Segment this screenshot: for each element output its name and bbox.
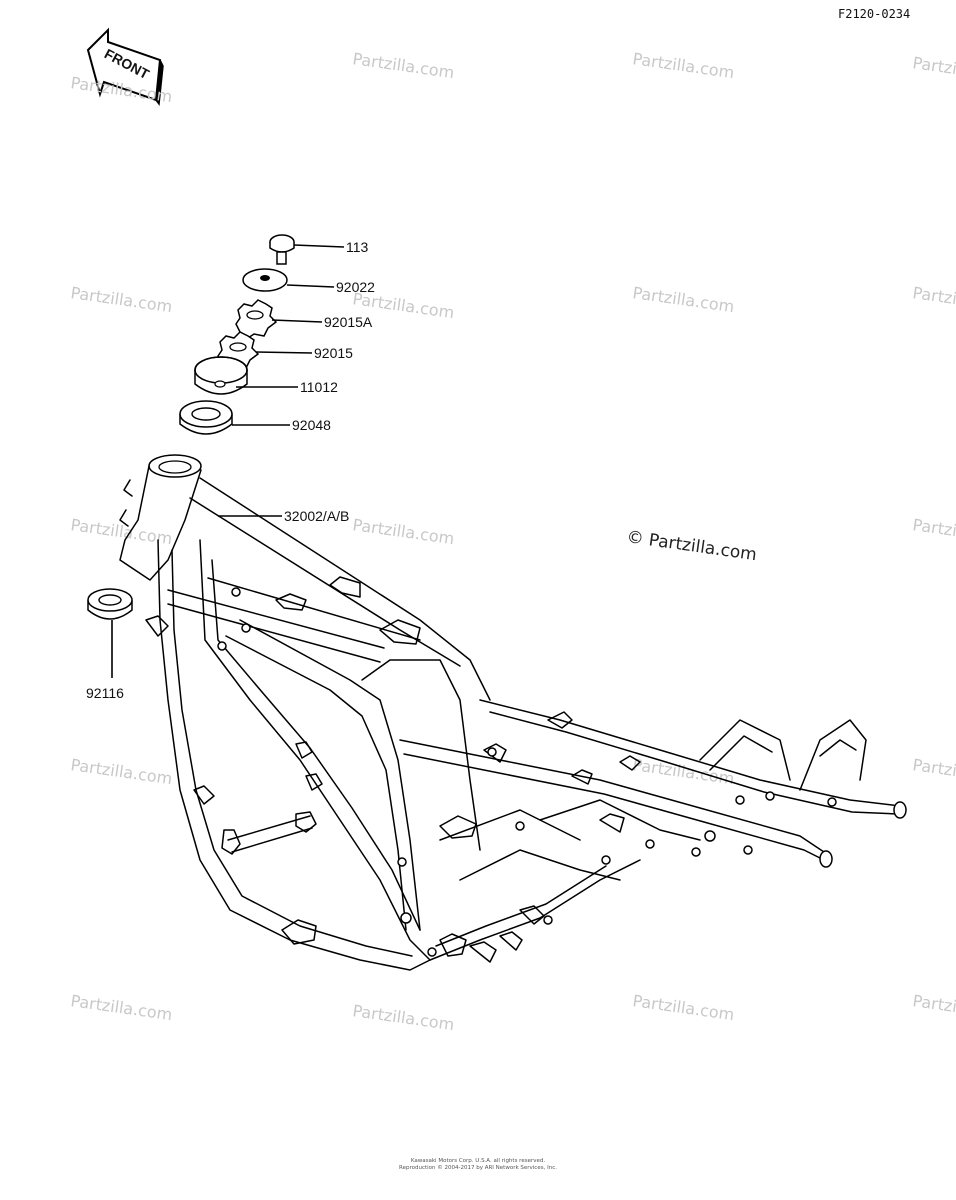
watermark: Partzilla.com [69,755,173,788]
bearing-92116-icon [87,588,133,678]
copyright-line: Reproduction © 2004-2017 by ARI Network … [399,1164,557,1171]
callout-label: 11012 [300,379,338,395]
callout-label: 32002/A/B [284,508,349,524]
watermark: Partzilla.com [631,283,735,316]
watermark: Partzilla.com [911,283,956,316]
frame-32002-icon [119,454,907,971]
watermark: Partzilla.com [351,49,455,82]
watermark: Partzilla.com [69,991,173,1024]
washer-92022-icon [242,268,335,292]
watermark: Partzilla.com [911,755,956,788]
watermark-prominent: © Partzilla.com [625,527,758,565]
watermark: Partzilla.com [911,515,956,548]
nut-92015a-icon [235,299,323,339]
front-arrow-icon: FRONT [86,27,164,106]
callout-label: 92015A [324,314,373,330]
cone-11012-icon [194,356,298,395]
bearing-92048-icon [179,400,290,435]
watermark: Partzilla.com [911,53,956,86]
callout-label: 92116 [86,685,124,701]
copyright-line: Kawasaki Motors Corp. U.S.A. all rights … [411,1158,545,1164]
watermark-grid: Partzilla.com Partzilla.com Partzilla.co… [69,49,956,1034]
callout-label: 92015 [314,345,353,361]
callout-label: 113 [346,239,369,255]
watermark: Partzilla.com [631,991,735,1024]
watermark: Partzilla.com [351,515,455,548]
watermark: Partzilla.com [911,991,956,1024]
watermark: Partzilla.com [69,283,173,316]
watermark: Partzilla.com [351,1001,455,1034]
bolt-113-icon [269,234,345,265]
callout-label: 92048 [292,417,331,433]
diagram-code: F2120-0234 [838,7,910,21]
watermark: Partzilla.com [631,49,735,82]
callout-label: 92022 [336,279,375,295]
